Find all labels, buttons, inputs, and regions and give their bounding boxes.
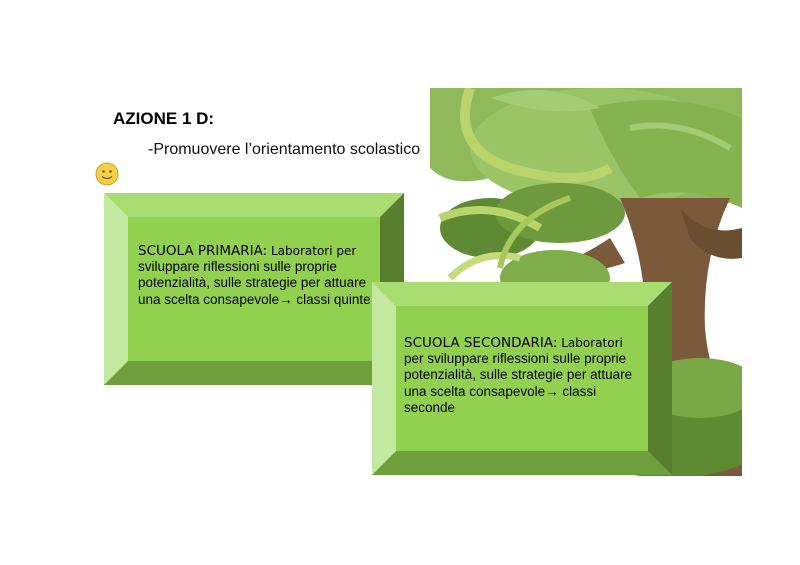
box-lead: Laboratori [557, 336, 623, 350]
box-text: sviluppare riflessioni sulle proprie pot… [138, 259, 371, 307]
box-lead: Laboratori per [267, 244, 357, 258]
smiley-face-icon [95, 162, 119, 186]
secondary-school-box: SCUOLA SECONDARIA: Laboratori per svilup… [372, 282, 672, 475]
page-title: AZIONE 1 D: [113, 109, 215, 128]
box-content: SCUOLA PRIMARIA: Laboratori per sviluppa… [138, 243, 378, 308]
page-subtitle: -Promuovere l’orientamento scolastico [148, 141, 421, 158]
box-content: SCUOLA SECONDARIA: Laboratori per svilup… [404, 335, 644, 416]
box-text: per sviluppare riflessioni sulle proprie… [404, 351, 633, 415]
bevel-frame [372, 282, 672, 475]
box-label: SCUOLA SECONDARIA: [404, 335, 558, 351]
bevel-frame [104, 193, 404, 385]
primary-school-box: SCUOLA PRIMARIA: Laboratori per sviluppa… [104, 193, 404, 385]
box-label: SCUOLA PRIMARIA: [138, 243, 268, 259]
